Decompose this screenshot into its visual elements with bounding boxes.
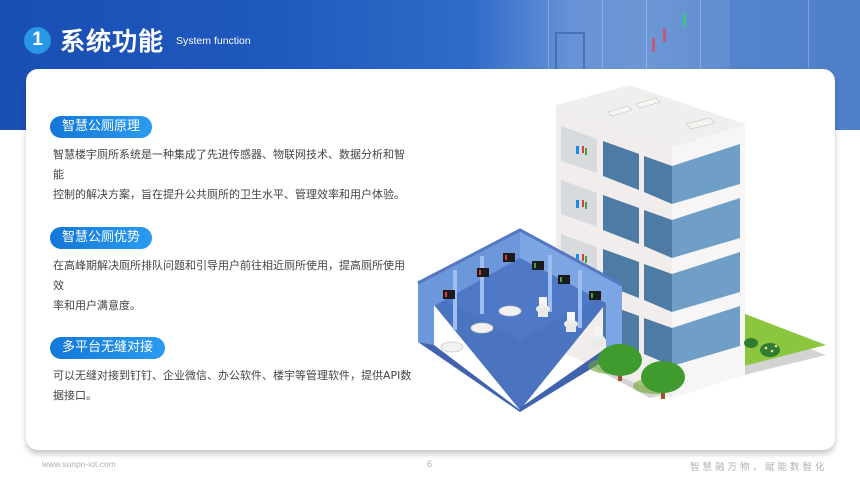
photo-stall-line bbox=[602, 0, 603, 130]
tree-icon bbox=[633, 361, 685, 399]
occupancy-display-icon bbox=[558, 275, 570, 284]
desc-line: 据接口。 bbox=[53, 389, 97, 402]
western-toilet-icon bbox=[536, 297, 550, 317]
room-back-wall-right bbox=[520, 230, 622, 350]
person-icon bbox=[576, 200, 579, 208]
photo-stall-line bbox=[646, 0, 647, 130]
occupancy-display-icon bbox=[443, 290, 455, 299]
occupancy-display-icon bbox=[589, 291, 601, 300]
photo-door bbox=[555, 32, 585, 72]
status-free-icon bbox=[585, 202, 587, 209]
status-occupied-icon bbox=[582, 146, 584, 153]
desc-line: 可以无缝对接到钉钉、企业微信、办公软件、楼宇等管理软件，提供API数 bbox=[53, 369, 412, 382]
shrub-icon bbox=[744, 338, 758, 348]
occupancy-display-icon bbox=[532, 261, 544, 270]
roof-grille-icon bbox=[685, 117, 716, 130]
western-toilet-icon bbox=[591, 327, 605, 347]
section-integration: 多平台无缝对接 可以无缝对接到钉钉、企业微信、办公软件、楼宇等管理软件，提供AP… bbox=[50, 336, 420, 406]
section-label-pill: 智慧公厕原理 bbox=[50, 116, 153, 138]
photo-status-light bbox=[652, 38, 655, 52]
squat-toilet-icon bbox=[498, 305, 522, 317]
desc-line: 控制的解决方案，旨在提升公共厕所的卫生水平、管理效率和用户体验。 bbox=[53, 188, 405, 201]
occupancy-display-icon bbox=[477, 268, 489, 277]
section-number-badge: 1 bbox=[24, 26, 51, 54]
person-icon bbox=[576, 254, 579, 262]
footer-page-number: 6 bbox=[427, 459, 433, 469]
tree-icon bbox=[588, 344, 642, 381]
roof-vent-icon bbox=[635, 97, 661, 109]
status-free-icon bbox=[585, 256, 587, 263]
roof-vent-icon bbox=[607, 105, 633, 117]
photo-stall-line bbox=[808, 0, 809, 130]
shrub-icon bbox=[760, 343, 780, 357]
squat-toilet-icon bbox=[440, 341, 464, 353]
western-toilet-icon bbox=[564, 312, 578, 332]
section-label-pill: 智慧公厕优势 bbox=[50, 227, 153, 249]
title-chinese: 系统功能 bbox=[60, 27, 165, 56]
desc-line: 率和用户满意度。 bbox=[53, 299, 141, 312]
section-description: 可以无缝对接到钉钉、企业微信、办公软件、楼宇等管理软件，提供API数 据接口。 bbox=[53, 366, 415, 406]
section-description: 智慧楼宇厕所系统是一种集成了先进传感器、物联网技术、数据分析和智能 控制的解决方… bbox=[53, 145, 415, 205]
photo-status-light bbox=[663, 28, 666, 42]
occupancy-display-icon bbox=[503, 253, 515, 262]
photo-stall-line bbox=[548, 0, 549, 130]
desc-line: 在高峰期解决厕所排队问题和引导用户前往相近厕所使用，提高厕所使用效 bbox=[53, 259, 405, 292]
room-back-wall-left bbox=[418, 230, 520, 345]
section-principle: 智慧公厕原理 智慧楼宇厕所系统是一种集成了先进传感器、物联网技术、数据分析和智能… bbox=[50, 115, 420, 205]
person-icon bbox=[576, 146, 579, 154]
status-free-icon bbox=[585, 148, 587, 155]
photo-status-light bbox=[683, 13, 686, 27]
page-title: 1 系统功能 System function bbox=[24, 22, 251, 58]
squat-toilet-icon bbox=[470, 322, 494, 334]
desc-line: 智慧楼宇厕所系统是一种集成了先进传感器、物联网技术、数据分析和智能 bbox=[53, 148, 405, 181]
title-english: System function bbox=[176, 35, 251, 47]
footer-slogan: 智慧融万物，赋能数智化 bbox=[690, 462, 828, 473]
building-side-windows bbox=[672, 144, 740, 366]
section-advantages: 智慧公厕优势 在高峰期解决厕所排队问题和引导用户前往相近厕所使用，提高厕所使用效… bbox=[50, 226, 420, 316]
photo-stall-line bbox=[700, 0, 701, 130]
status-occupied-icon bbox=[582, 254, 584, 261]
section-label-pill: 多平台无缝对接 bbox=[50, 337, 166, 359]
status-occupied-icon bbox=[582, 200, 584, 207]
building-roof bbox=[556, 85, 745, 148]
smart-building-restroom-illustration bbox=[417, 85, 826, 412]
section-description: 在高峰期解决厕所排队问题和引导用户前往相近厕所使用，提高厕所使用效 率和用户满意… bbox=[53, 256, 415, 316]
isometric-restroom-room bbox=[417, 228, 623, 412]
footer-website-link[interactable]: www.sunpn-iot.com bbox=[42, 459, 116, 469]
